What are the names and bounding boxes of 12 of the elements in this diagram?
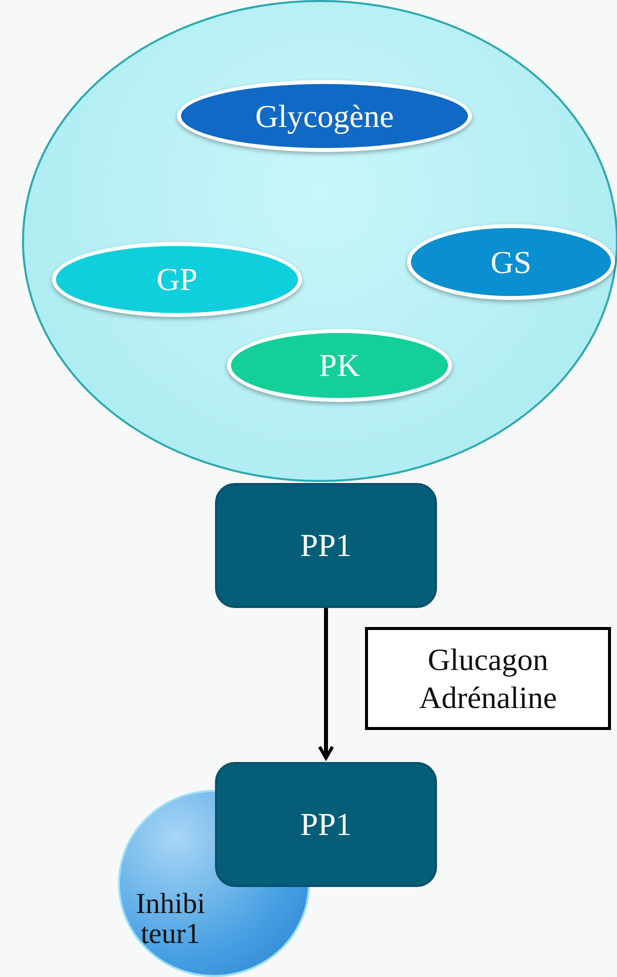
- node-text: PK: [319, 347, 360, 384]
- enzyme-box: [215, 762, 437, 887]
- node-text: Inhibi teur1: [134, 889, 206, 950]
- enzyme-box: [215, 483, 437, 608]
- node-text: GS: [490, 244, 532, 280]
- hormone-box: [365, 627, 611, 730]
- node-text: PP1: [300, 806, 352, 843]
- node-text: PP1: [300, 527, 352, 564]
- node-text: GP: [156, 261, 198, 298]
- node-text: Glycogène: [255, 98, 394, 134]
- node-text: Glucagon Adrénaline: [418, 641, 558, 716]
- arrow: [318, 608, 334, 760]
